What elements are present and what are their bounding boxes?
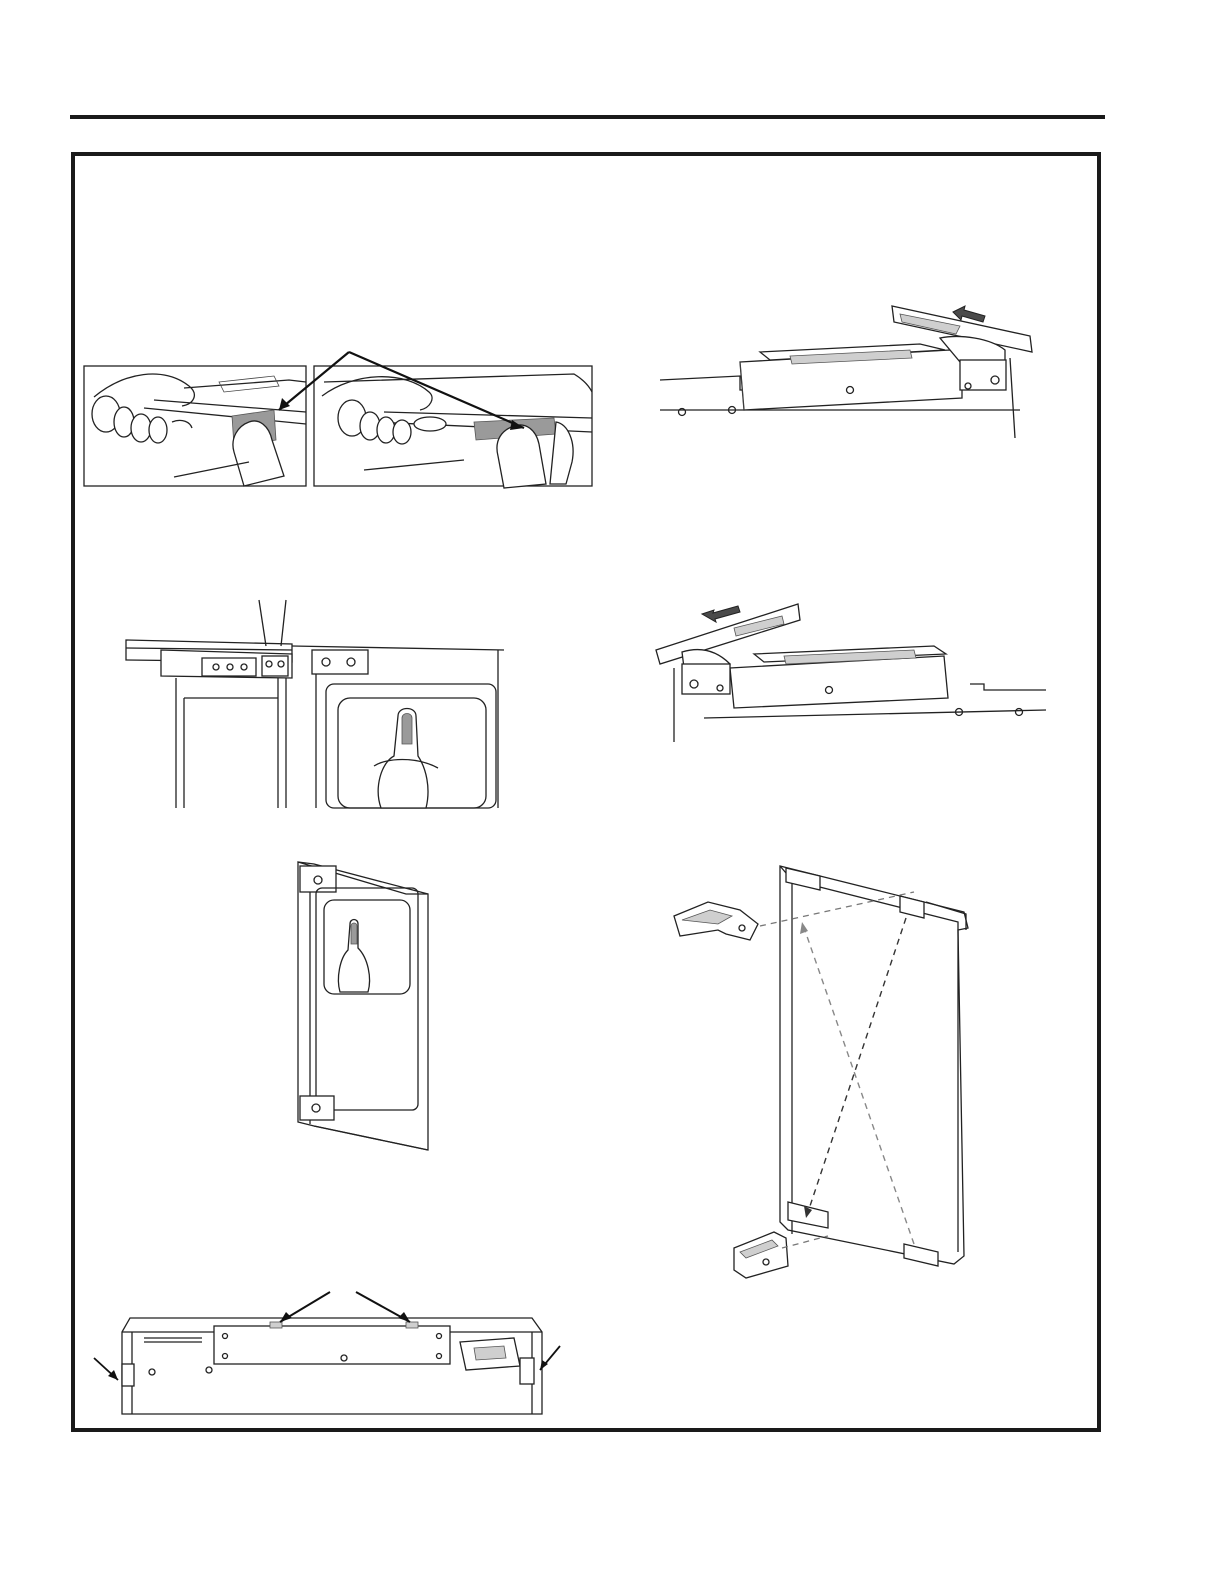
hinge-slide-left-figure <box>660 298 1040 443</box>
tape-panel-left <box>84 366 306 486</box>
direction-arrow-right-slide <box>702 606 740 622</box>
door-hinge-swap-figure <box>668 862 968 1282</box>
cabinet-top-view-figure <box>94 1290 558 1414</box>
direction-arrow-left <box>953 306 985 322</box>
freezer-door-figure <box>296 858 436 1154</box>
tape-panel-right <box>314 366 592 488</box>
hinge-gap-closeup-figure <box>126 598 504 808</box>
remove-trim-tape-figure <box>84 352 596 492</box>
hinge-slide-right-figure <box>654 598 1046 746</box>
header-rule <box>70 115 1105 119</box>
